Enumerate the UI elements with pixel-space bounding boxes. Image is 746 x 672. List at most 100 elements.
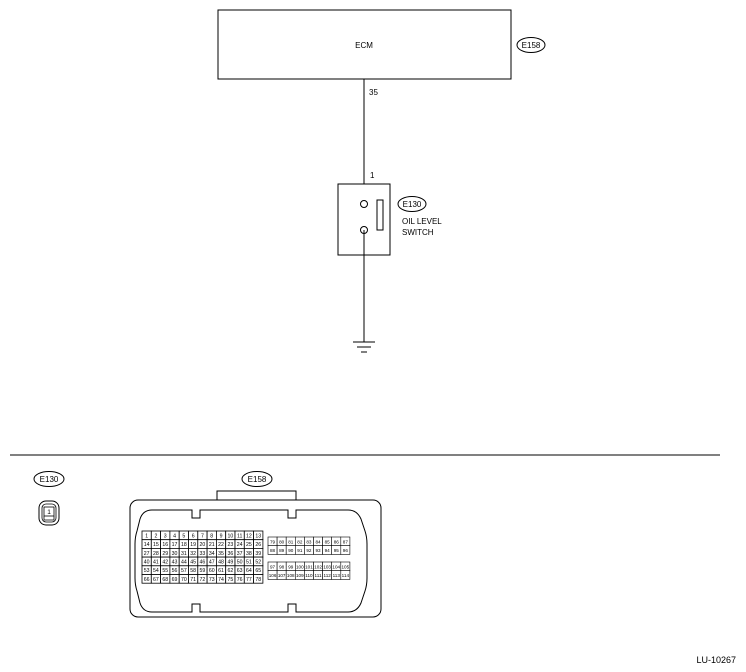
pin-number: 101 bbox=[305, 564, 313, 569]
pin-number: 70 bbox=[181, 577, 187, 583]
pin-number: 31 bbox=[181, 551, 187, 557]
pin-number: 46 bbox=[200, 559, 206, 565]
pin-number: 20 bbox=[200, 542, 206, 548]
pin-number: 25 bbox=[246, 542, 252, 548]
pin-number: 59 bbox=[200, 568, 206, 574]
pin-number: 3 bbox=[164, 533, 167, 539]
pin-number: 53 bbox=[144, 568, 150, 574]
pin-number: 104 bbox=[332, 564, 340, 569]
pin-number: 50 bbox=[237, 559, 243, 565]
pin-number: 75 bbox=[227, 577, 233, 583]
pin-number: 64 bbox=[246, 568, 252, 574]
pin-number: 103 bbox=[323, 564, 331, 569]
pin-number: 9 bbox=[220, 533, 223, 539]
pin-number: 30 bbox=[172, 551, 178, 557]
pin-number: 87 bbox=[343, 539, 349, 544]
pin-number: 22 bbox=[218, 542, 224, 548]
pin-number: 108 bbox=[287, 573, 295, 578]
diagram-code: LU-10267 bbox=[696, 655, 736, 665]
pin-number: 32 bbox=[190, 551, 196, 557]
pin-number: 109 bbox=[296, 573, 304, 578]
pin-number: 112 bbox=[323, 573, 331, 578]
pin-number: 114 bbox=[342, 573, 350, 578]
pin-number: 67 bbox=[153, 577, 159, 583]
pin-number: 34 bbox=[209, 551, 215, 557]
pin-number: 40 bbox=[144, 559, 150, 565]
pin-cell bbox=[340, 545, 351, 555]
e130-ref-oval bbox=[33, 471, 65, 487]
pin-number: 60 bbox=[209, 568, 215, 574]
pin-number: 19 bbox=[190, 542, 196, 548]
pin-number: 28 bbox=[153, 551, 159, 557]
switch-terminal-number: 1 bbox=[370, 171, 375, 180]
pin-number: 110 bbox=[305, 573, 313, 578]
pin-number: 97 bbox=[270, 564, 276, 569]
pin-number: 11 bbox=[237, 533, 242, 539]
pin-number: 52 bbox=[255, 559, 261, 565]
pin-number: 72 bbox=[200, 577, 206, 583]
pin-number: 4 bbox=[173, 533, 176, 539]
switch-label-line1: OIL LEVEL bbox=[402, 217, 442, 226]
pin-number: 98 bbox=[279, 564, 285, 569]
switch-label-line2: SWITCH bbox=[402, 228, 434, 237]
pin-number: 5 bbox=[182, 533, 185, 539]
ecm-terminal-number: 35 bbox=[369, 88, 378, 97]
pin-number: 42 bbox=[162, 559, 168, 565]
pin-number: 13 bbox=[255, 533, 261, 539]
switch-connector-ref: E130 bbox=[403, 200, 422, 209]
pin-number: 43 bbox=[172, 559, 178, 565]
pin-number: 79 bbox=[270, 539, 276, 544]
pin-number: 56 bbox=[172, 568, 178, 574]
pin-number: 49 bbox=[227, 559, 233, 565]
pin-number: 107 bbox=[278, 573, 286, 578]
pin-number: 85 bbox=[325, 539, 331, 544]
pin-number: 15 bbox=[153, 542, 159, 548]
e130-pin-label: 1 bbox=[47, 509, 51, 516]
pin-number: 14 bbox=[144, 542, 150, 548]
ground-icon bbox=[353, 341, 375, 353]
pin-number: 8 bbox=[210, 533, 213, 539]
pin-number: 18 bbox=[181, 542, 187, 548]
pin-number: 62 bbox=[227, 568, 233, 574]
pin-number: 39 bbox=[255, 551, 261, 557]
pin-number: 41 bbox=[153, 559, 159, 565]
switch-float-element bbox=[376, 199, 384, 231]
pin-number: 106 bbox=[269, 573, 277, 578]
pin-number: 69 bbox=[172, 577, 178, 583]
pin-number: 35 bbox=[218, 551, 224, 557]
pin-number: 81 bbox=[288, 539, 294, 544]
ecm-box bbox=[217, 9, 512, 80]
pin-number: 29 bbox=[162, 551, 168, 557]
pin-number: 48 bbox=[218, 559, 224, 565]
pin-number: 45 bbox=[190, 559, 196, 565]
pin-number: 7 bbox=[201, 533, 204, 539]
pin-number: 23 bbox=[227, 542, 233, 548]
pin-number: 38 bbox=[246, 551, 252, 557]
pin-number: 96 bbox=[343, 548, 349, 553]
pin-number: 71 bbox=[190, 577, 196, 583]
pin-number: 16 bbox=[162, 542, 168, 548]
ecm-label: ECM bbox=[355, 41, 373, 50]
pin-number: 47 bbox=[209, 559, 215, 565]
pin-number: 83 bbox=[306, 539, 312, 544]
e158-ref-label: E158 bbox=[248, 475, 267, 484]
pin-number: 86 bbox=[334, 539, 340, 544]
pin-number: 88 bbox=[270, 548, 276, 553]
pin-number: 100 bbox=[296, 564, 304, 569]
pin-number: 80 bbox=[279, 539, 285, 544]
pin-number: 24 bbox=[237, 542, 243, 548]
e158-ref-oval bbox=[241, 471, 273, 487]
pin-number: 55 bbox=[162, 568, 168, 574]
pin-cell bbox=[340, 570, 351, 580]
pin-number: 105 bbox=[342, 564, 350, 569]
pin-number: 78 bbox=[255, 577, 261, 583]
pin-number: 37 bbox=[237, 551, 243, 557]
pin-number: 21 bbox=[209, 542, 215, 548]
pin-number: 94 bbox=[325, 548, 331, 553]
pin-number: 12 bbox=[246, 533, 252, 539]
e130-connector-face bbox=[38, 500, 60, 526]
pin-number: 65 bbox=[255, 568, 261, 574]
